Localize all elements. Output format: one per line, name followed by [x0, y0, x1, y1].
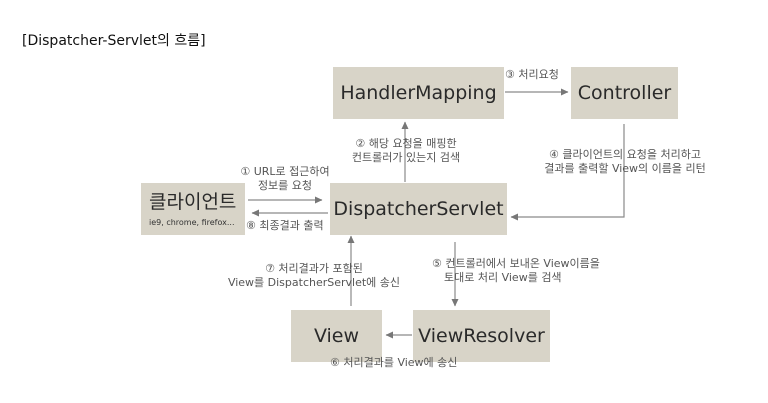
step-3-label: ③ 처리요청	[505, 68, 559, 81]
dispatcher-servlet-label: DispatcherServlet	[333, 198, 504, 220]
diagram-title: [Dispatcher-Servlet의 흐름]	[22, 33, 206, 49]
step-7-label: ⑦ 처리결과가 포함된 View를 DispatcherServlet에 송신	[227, 262, 401, 289]
step-1-label: ① URL로 접근하여 정보를 요청	[240, 165, 330, 192]
controller-box: Controller	[571, 67, 678, 119]
view-label: View	[313, 325, 360, 347]
view-resolver-box: ViewResolver	[413, 310, 550, 362]
view-box: View	[291, 310, 382, 362]
dispatcher-servlet-box: DispatcherServlet	[330, 183, 507, 235]
handler-mapping-box: HandlerMapping	[333, 67, 504, 119]
handler-mapping-label: HandlerMapping	[340, 82, 497, 104]
controller-label: Controller	[577, 82, 672, 104]
step-6-label: ⑥ 처리결과를 View에 송신	[330, 356, 458, 369]
step-2-label: ② 해당 요청을 매핑한 컨트롤러가 있는지 검색	[351, 137, 461, 164]
client-browsers: ie9, chrome, firefox...	[149, 218, 235, 227]
step-8-label: ⑧ 최종결과 출력	[246, 219, 324, 232]
client-box: 클라이언트 ie9, chrome, firefox...	[141, 183, 245, 235]
step-4-label: ④ 클라이언트의 요청을 처리하고 결과를 출력할 View의 이름을 리턴	[544, 148, 706, 175]
step-5-label: ⑤ 컨트롤러에서 보내온 View이름을 토대로 처리 View를 검색	[432, 257, 600, 284]
view-resolver-label: ViewResolver	[418, 325, 545, 347]
client-label: 클라이언트	[149, 191, 237, 213]
arrow-return-view-name	[510, 124, 625, 221]
